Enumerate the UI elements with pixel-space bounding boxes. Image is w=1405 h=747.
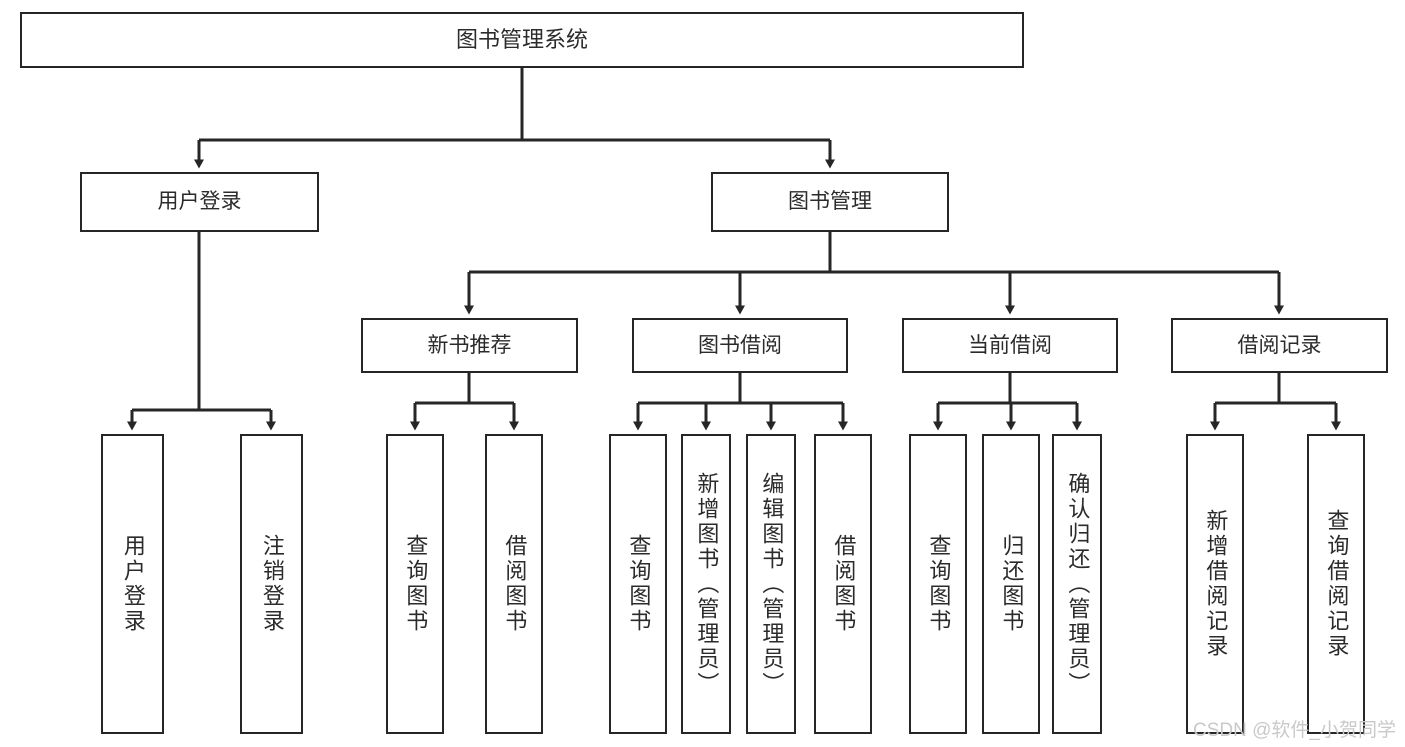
- node-borrow-records[interactable]: 借阅记录: [1171, 318, 1388, 373]
- leaf-user-login-label: 用户登录: [120, 534, 146, 634]
- node-new-book-recommend[interactable]: 新书推荐: [361, 318, 578, 373]
- node-book-borrow-label: 图书借阅: [698, 333, 782, 357]
- leaf-query-book-borrow-label: 查询图书: [626, 534, 652, 634]
- leaf-add-book-admin[interactable]: 新增图书（管理员）: [681, 434, 731, 734]
- node-book-management-label: 图书管理: [788, 190, 872, 214]
- leaf-query-book-current-label: 查询图书: [926, 534, 952, 634]
- leaf-edit-book-admin[interactable]: 编辑图书（管理员）: [746, 434, 796, 734]
- leaf-return-book[interactable]: 归还图书: [982, 434, 1040, 734]
- leaf-return-book-label: 归还图书: [999, 534, 1025, 634]
- leaf-confirm-return-admin[interactable]: 确认归还（管理员）: [1052, 434, 1102, 734]
- leaf-add-book-admin-label: 新增图书（管理员）: [694, 471, 720, 697]
- leaf-borrow-book-label: 借阅图书: [831, 534, 857, 634]
- node-current-borrow-label: 当前借阅: [968, 333, 1052, 357]
- leaf-query-book-new-label: 查询图书: [403, 534, 429, 634]
- csdn-watermark: CSDN @软件_小贺同学: [1193, 720, 1396, 741]
- leaf-query-borrow-record[interactable]: 查询借阅记录: [1307, 434, 1365, 734]
- leaf-edit-book-admin-label: 编辑图书（管理员）: [759, 471, 785, 697]
- leaf-add-borrow-record-label: 新增借阅记录: [1203, 509, 1229, 659]
- leaf-logout[interactable]: 注销登录: [240, 434, 303, 734]
- leaf-borrow-book[interactable]: 借阅图书: [814, 434, 872, 734]
- leaf-borrow-book-new-label: 借阅图书: [502, 534, 528, 634]
- node-borrow-records-label: 借阅记录: [1237, 333, 1322, 357]
- leaf-borrow-book-new[interactable]: 借阅图书: [485, 434, 543, 734]
- node-book-management[interactable]: 图书管理: [711, 172, 949, 232]
- node-root-label: 图书管理系统: [455, 26, 588, 52]
- node-user-login-label: 用户登录: [157, 190, 242, 214]
- node-current-borrow[interactable]: 当前借阅: [902, 318, 1118, 373]
- leaf-add-borrow-record[interactable]: 新增借阅记录: [1186, 434, 1244, 734]
- leaf-query-book-borrow[interactable]: 查询图书: [609, 434, 667, 734]
- leaf-query-book-new[interactable]: 查询图书: [386, 434, 444, 734]
- node-root[interactable]: 图书管理系统: [20, 12, 1024, 68]
- leaf-query-book-current[interactable]: 查询图书: [909, 434, 967, 734]
- leaf-logout-label: 注销登录: [259, 534, 285, 634]
- node-user-login[interactable]: 用户登录: [80, 172, 319, 232]
- leaf-user-login[interactable]: 用户登录: [101, 434, 164, 734]
- leaf-query-borrow-record-label: 查询借阅记录: [1324, 509, 1350, 659]
- leaf-confirm-return-admin-label: 确认归还（管理员）: [1065, 471, 1091, 697]
- node-book-borrow[interactable]: 图书借阅: [632, 318, 848, 373]
- node-new-book-recommend-label: 新书推荐: [427, 333, 512, 357]
